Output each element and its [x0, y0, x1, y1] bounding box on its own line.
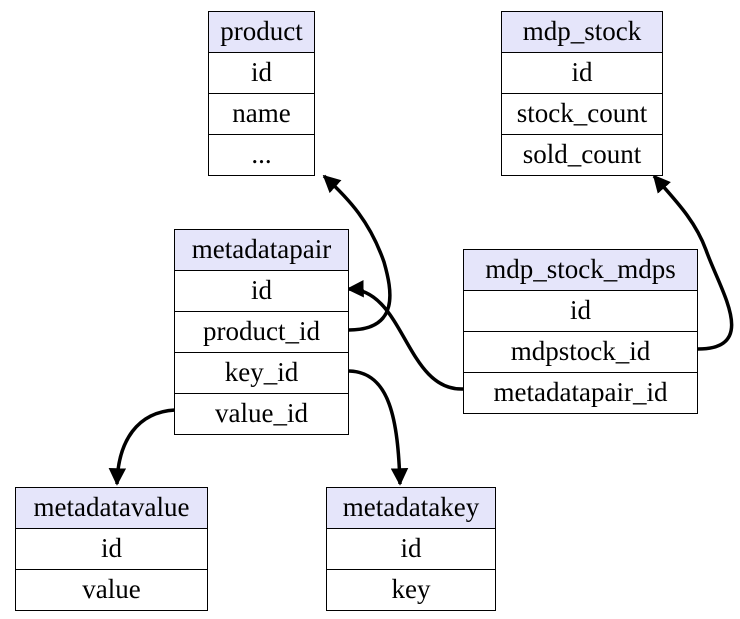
- field-key: key: [327, 570, 495, 610]
- field-id: id: [502, 53, 662, 94]
- table-title: metadatapair: [175, 230, 348, 271]
- field-stock-count: stock_count: [502, 94, 662, 135]
- field-id: id: [464, 291, 697, 332]
- table-metadatakey: metadatakey id key: [326, 487, 496, 611]
- edge-value-id-to-metadatavalue: [108, 408, 176, 486]
- field-id: id: [16, 529, 207, 570]
- table-metadatapair: metadatapair id product_id key_id value_…: [174, 229, 349, 435]
- table-mdp-stock: mdp_stock id stock_count sold_count: [501, 11, 663, 176]
- field-metadatapair-id: metadatapair_id: [464, 373, 697, 413]
- field-id: id: [209, 53, 314, 94]
- edge-metadatapair-id-to-metadatapair: [346, 280, 465, 391]
- table-product: product id name ...: [208, 11, 315, 176]
- field-id: id: [327, 529, 495, 570]
- field-mdpstock-id: mdpstock_id: [464, 332, 697, 373]
- field-sold-count: sold_count: [502, 135, 662, 175]
- table-mdp-stock-mdps: mdp_stock_mdps id mdpstock_id metadatapa…: [463, 249, 698, 414]
- edge-mdpstock-id-to-mdp-stock: [652, 174, 734, 351]
- table-title: metadatakey: [327, 488, 495, 529]
- field-ellipsis: ...: [209, 135, 314, 175]
- field-value-id: value_id: [175, 394, 348, 434]
- edge-key-id-to-metadatakey: [348, 369, 409, 486]
- table-title: mdp_stock_mdps: [464, 250, 697, 291]
- table-metadatavalue: metadatavalue id value: [15, 487, 208, 611]
- field-product-id: product_id: [175, 312, 348, 353]
- field-value: value: [16, 570, 207, 610]
- table-title: mdp_stock: [502, 12, 662, 53]
- edge-product-id-to-product: [322, 174, 392, 332]
- field-name: name: [209, 94, 314, 135]
- field-key-id: key_id: [175, 353, 348, 394]
- field-id: id: [175, 271, 348, 312]
- table-title: product: [209, 12, 314, 53]
- table-title: metadatavalue: [16, 488, 207, 529]
